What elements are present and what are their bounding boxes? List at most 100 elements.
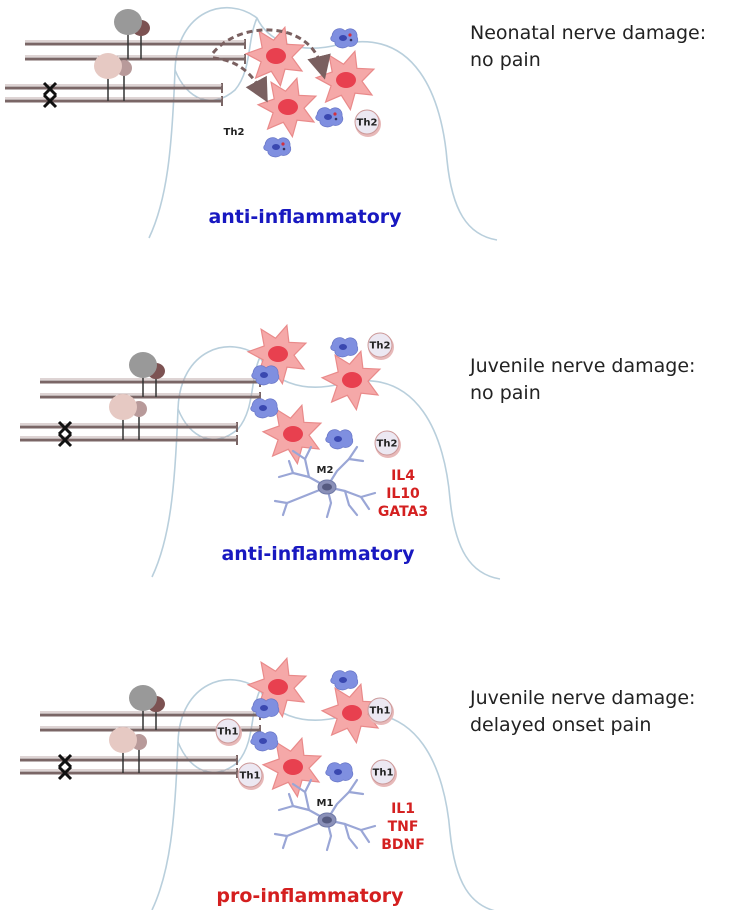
caption-panel-1: Neonatal nerve damage: no pain (470, 20, 706, 74)
t-cell-label: Th2 (377, 439, 398, 450)
microglia-process (359, 491, 377, 499)
ramified-microglia: M2 (273, 445, 377, 519)
t-cell-body (354, 109, 380, 135)
t-cell: Th2 (374, 430, 401, 458)
cytokine-label: IL4 (391, 468, 415, 484)
microglia-process (287, 792, 295, 808)
soma-body (109, 727, 137, 753)
neuron-soma (129, 352, 157, 397)
cytokine-label: GATA3 (378, 504, 428, 520)
t-cell: Th1 (367, 697, 394, 725)
t-cell-body (374, 430, 400, 456)
microglia-nucleus (324, 114, 332, 120)
axon-cut-mark (42, 81, 58, 97)
astrocyte-cell (261, 403, 323, 466)
microglia-soma-nucleus (322, 816, 332, 824)
neuron-soma (109, 727, 137, 773)
t-cell-label: Th2 (370, 341, 391, 352)
astrocyte-cell (261, 736, 323, 799)
caption-line-1: Neonatal nerve damage: (470, 22, 707, 44)
neuron-soma (129, 685, 157, 730)
soma-body (109, 394, 137, 420)
microglia-process (273, 818, 329, 838)
t-cell-label: Th2 (357, 118, 378, 129)
astrocyte-cell (320, 349, 382, 412)
granule (349, 38, 353, 42)
microglia-cell (251, 365, 280, 386)
t-cell-label-free: Th2 (224, 127, 245, 138)
granule (281, 142, 285, 146)
t-cell: Th1 (370, 759, 397, 787)
t-cell: Th1 (215, 718, 242, 746)
caption-line-1: Juvenile nerve damage: (470, 355, 696, 377)
microglia-process (359, 824, 377, 832)
granule (333, 112, 337, 116)
axon-cut-mark (42, 93, 58, 109)
axon-cut-mark (57, 432, 73, 448)
microglia-cell (315, 107, 344, 128)
microglia-nucleus (334, 769, 342, 775)
axon-cut-mark (57, 765, 73, 781)
microglia-process (277, 471, 329, 489)
microglia-cell (325, 762, 354, 783)
microglia-process (347, 457, 365, 463)
microglia-nucleus (259, 738, 267, 744)
dorsal-horn-outline (151, 345, 501, 580)
cytokine-label: BDNF (381, 837, 425, 853)
microglia-process (347, 790, 365, 796)
astrocyte-cell (244, 25, 306, 88)
glia-label: M1 (317, 798, 334, 809)
glia-label: M2 (317, 465, 334, 476)
astrocyte-nucleus (268, 346, 288, 362)
caption-panel-3: Juvenile nerve damage: delayed onset pai… (470, 685, 695, 739)
astrocyte-nucleus (278, 99, 298, 115)
microglia-cell (330, 337, 359, 358)
migration-arrow (211, 28, 331, 80)
microglia-process (287, 459, 295, 475)
soma-body (114, 9, 142, 35)
astrocyte-nucleus (336, 72, 356, 88)
microglia-process (291, 449, 307, 461)
t-cell: Th1 (237, 762, 264, 790)
dorsal-horn-outline (151, 678, 496, 910)
microglia-process (343, 489, 359, 517)
cytokine-label: TNF (388, 819, 419, 835)
granule (282, 147, 286, 151)
microglia-nucleus (260, 372, 268, 378)
microglia-process (277, 804, 329, 822)
microglia-soma-nucleus (322, 483, 332, 491)
microglia-cell (325, 429, 354, 450)
microglia-process (281, 501, 289, 517)
t-cell: Th2 (354, 109, 381, 137)
caption-panel-2: Juvenile nerve damage: no pain (470, 353, 695, 407)
astrocyte-nucleus (342, 372, 362, 388)
t-cell-body (215, 718, 241, 744)
t-cell-label: Th1 (373, 768, 394, 779)
neuron-soma (109, 394, 137, 440)
neuron-soma (114, 9, 142, 59)
microglia-process (273, 485, 329, 505)
inflammation-state-label: pro-inflammatory (216, 885, 404, 907)
microglia-cell (263, 137, 292, 158)
microglia-process (291, 782, 307, 794)
microglia-process (325, 778, 359, 822)
microglia-nucleus (272, 144, 280, 150)
t-cell: Th2 (367, 332, 394, 360)
microglia-nucleus (334, 436, 342, 442)
microglia-process (281, 834, 289, 850)
substantia-gelatinosa-outline (174, 17, 258, 102)
ramified-microglia: M1 (273, 778, 377, 852)
microglia-process (325, 445, 359, 489)
axon-cut-mark (57, 420, 73, 436)
cytokine-label: IL10 (386, 486, 420, 502)
t-cell-body (367, 697, 393, 723)
migration-arrow (212, 56, 268, 103)
granule (348, 33, 352, 37)
microglia-process (303, 778, 313, 812)
caption-line-2: no pain (470, 382, 541, 404)
t-cell-label: Th1 (240, 771, 261, 782)
